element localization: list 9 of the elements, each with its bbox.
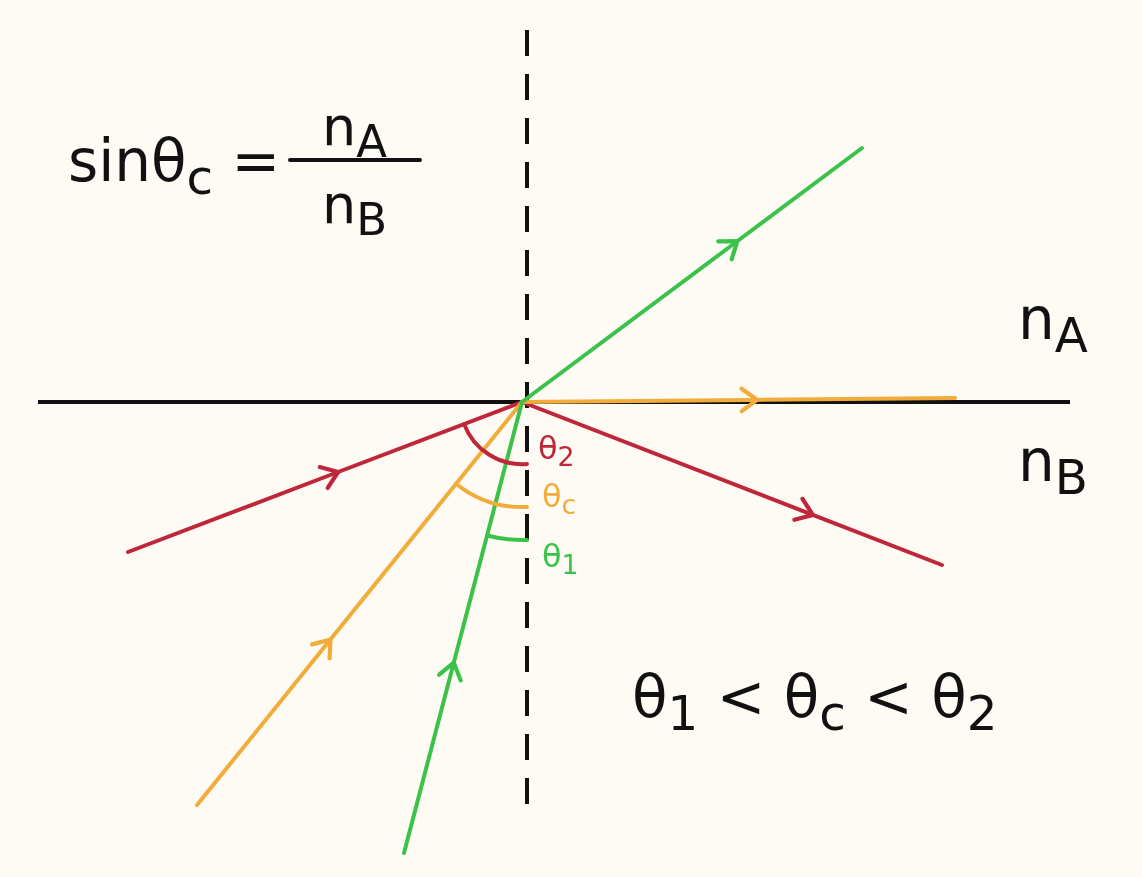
angle-label: θ$_{2}$ — [538, 432, 575, 472]
angle-inequality: θ$_{1}$ < θ$_{c}$ < θ$_{2}$ — [632, 668, 998, 737]
angle-label: θ$_{1}$ — [542, 540, 579, 580]
formula-denominator: n$_{B}$ — [322, 178, 388, 242]
formula-numerator: n$_{A}$ — [322, 100, 388, 164]
angle-label: θ$_{c}$ — [542, 480, 577, 520]
medium-label: n$_{A}$ — [1018, 290, 1088, 359]
formula-text: sinθ$_{c}$ = — [68, 132, 281, 201]
medium-label: n$_{B}$ — [1018, 432, 1088, 501]
